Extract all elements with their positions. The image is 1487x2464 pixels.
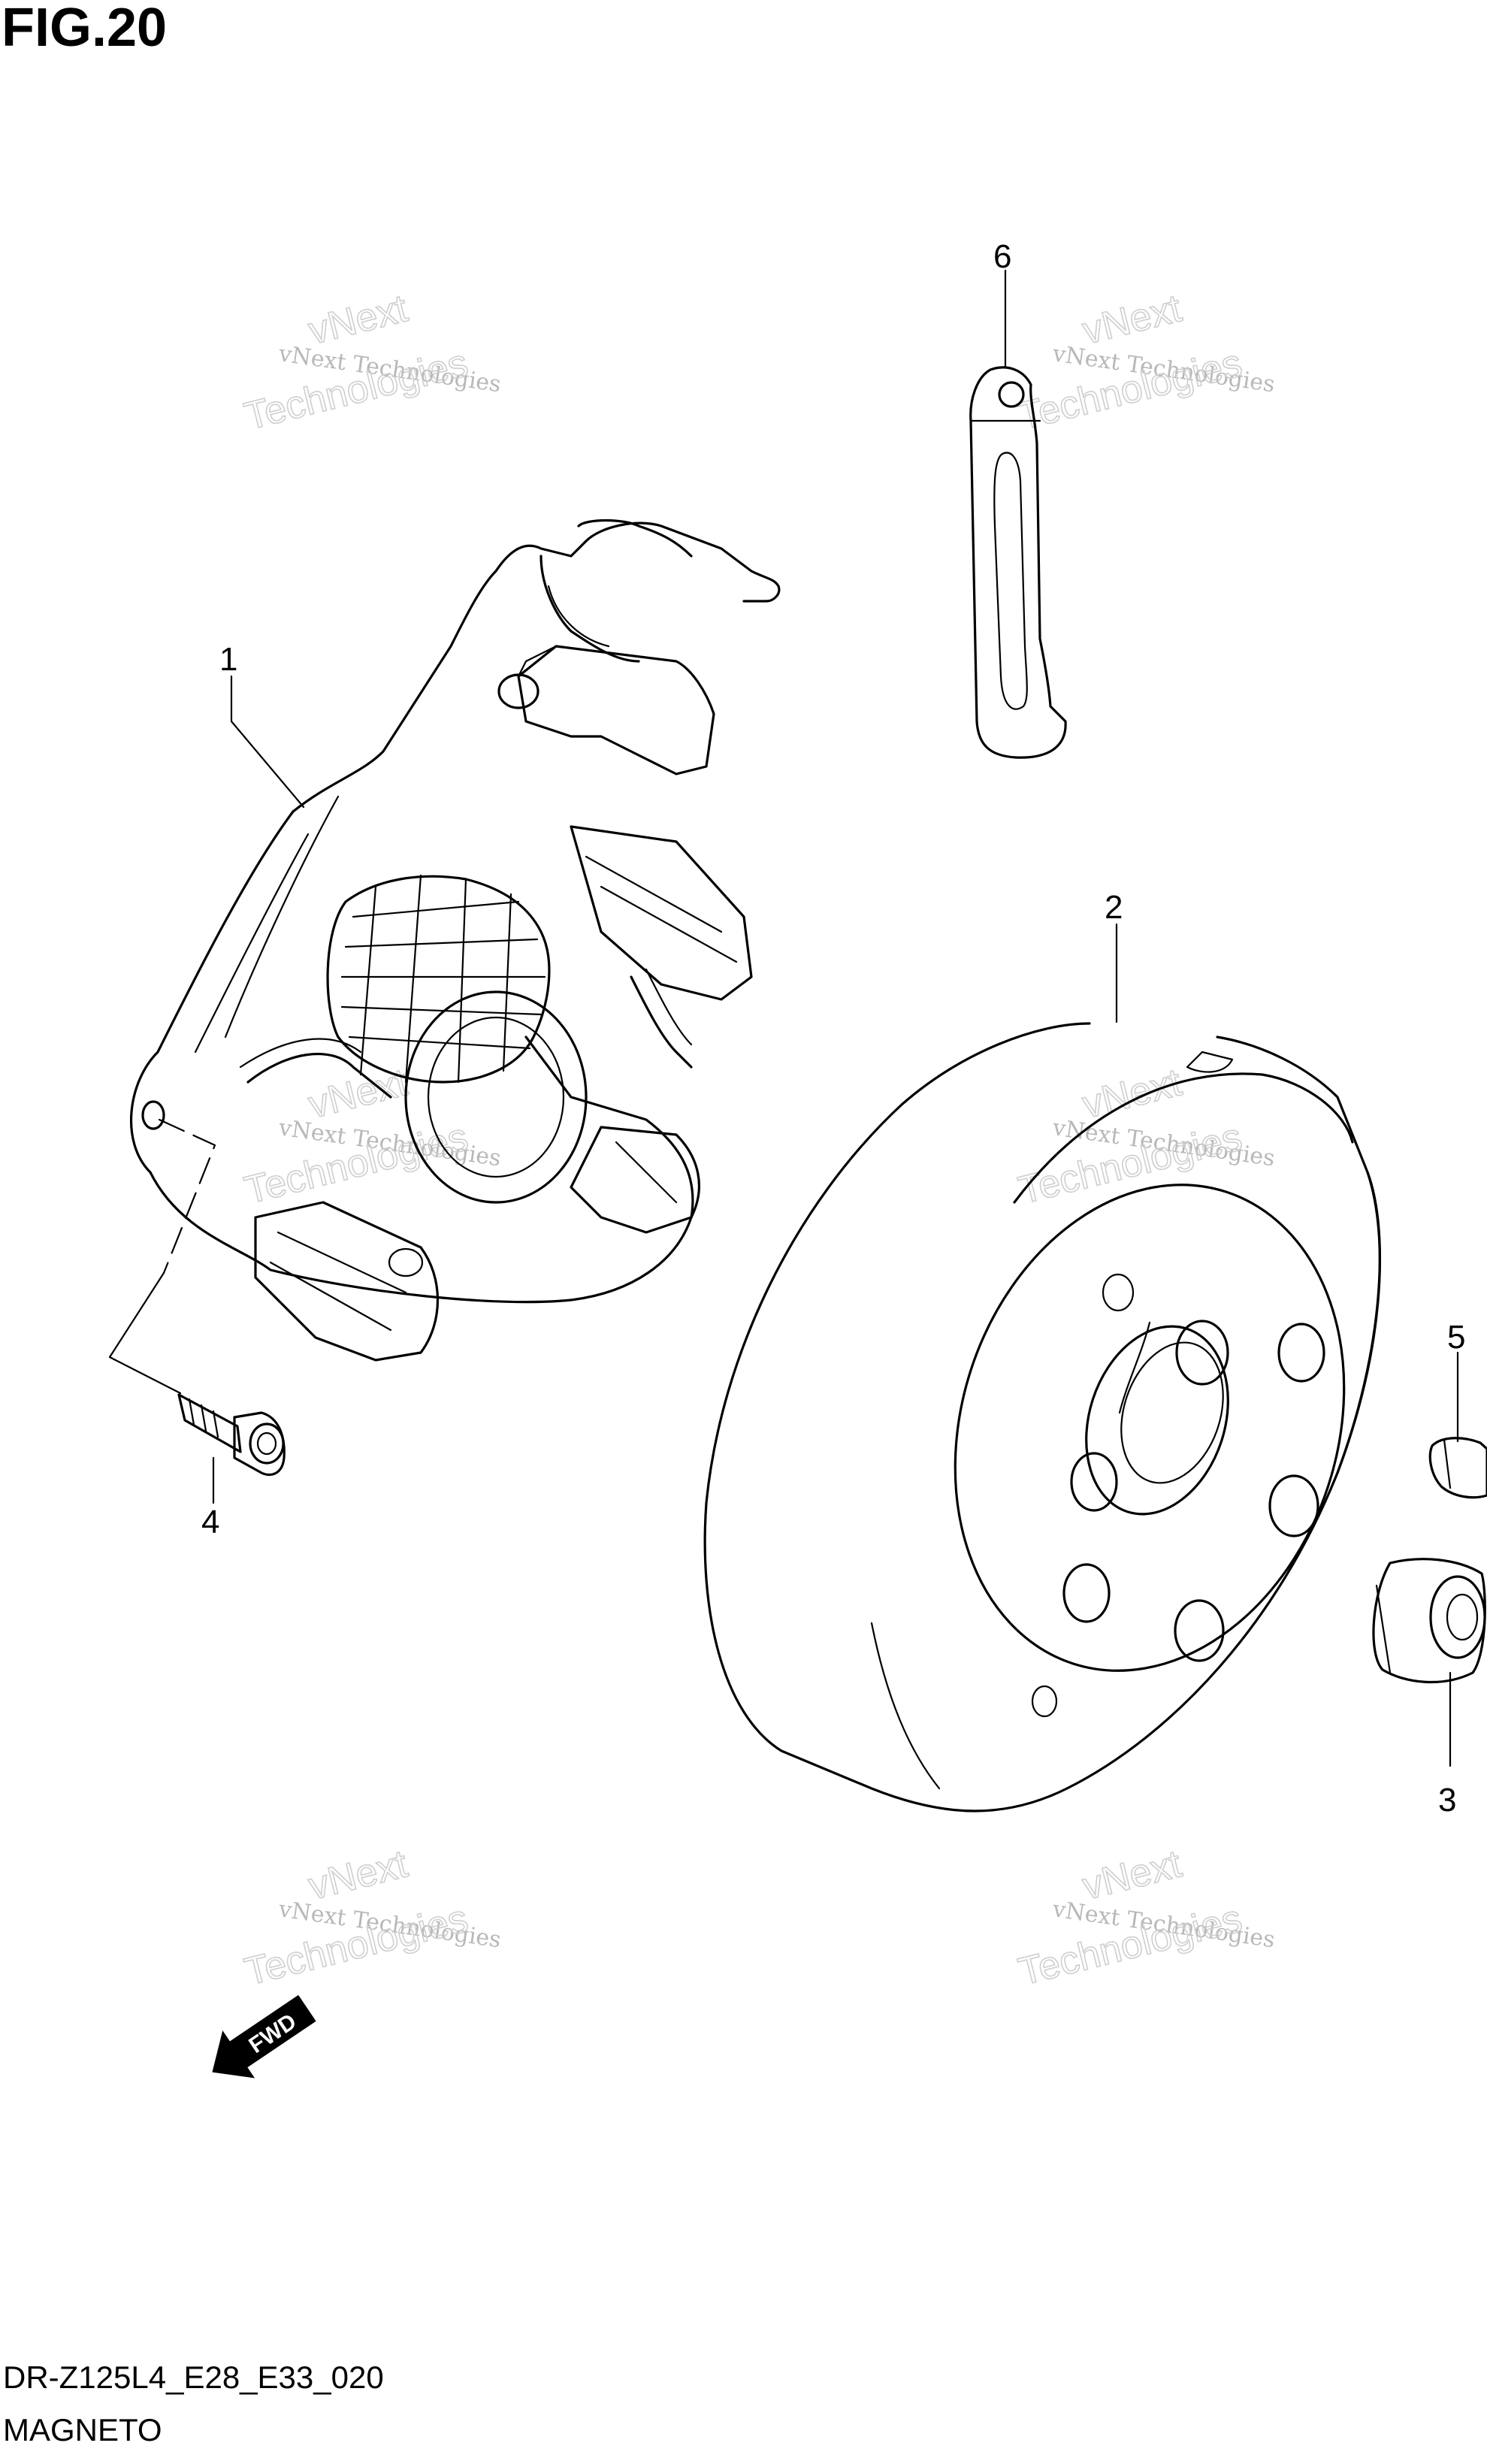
bolt-part: [177, 1393, 286, 1477]
clamp-strap-part: [969, 366, 1067, 759]
watermark-text: vNext: [304, 286, 413, 353]
watermark-text: vNext: [1078, 286, 1186, 353]
figure-name: MAGNETO: [3, 2412, 162, 2447]
callout-2: 2: [1105, 889, 1123, 926]
callout-5: 5: [1447, 1319, 1465, 1356]
watermark-text: vNext: [1078, 1060, 1186, 1127]
figure-code: DR-Z125L4_E28_E33_020: [3, 2360, 384, 2395]
watermark-text: vNext: [1078, 1842, 1186, 1909]
flange-nut-part: [1372, 1558, 1486, 1684]
woodruff-key-part: [1428, 1437, 1487, 1499]
forward-direction-badge: FWD: [212, 1994, 316, 2079]
callout-1: 1: [219, 641, 237, 678]
figure-title: FIG.20: [2, 0, 168, 58]
callout-4: 4: [201, 1504, 219, 1540]
callout-labels: 6 1 2 5 3 4: [201, 238, 1465, 1819]
watermark-text: vNext: [304, 1842, 413, 1909]
leader-lines: [108, 269, 1459, 1767]
watermark-group: vNext Technologies vNext Technologies vN…: [240, 286, 1277, 1994]
flywheel-rotor-part: [703, 1022, 1381, 1812]
callout-6: 6: [993, 238, 1011, 275]
stator-assembly-part: [129, 518, 781, 1362]
callout-3: 3: [1438, 1782, 1456, 1819]
